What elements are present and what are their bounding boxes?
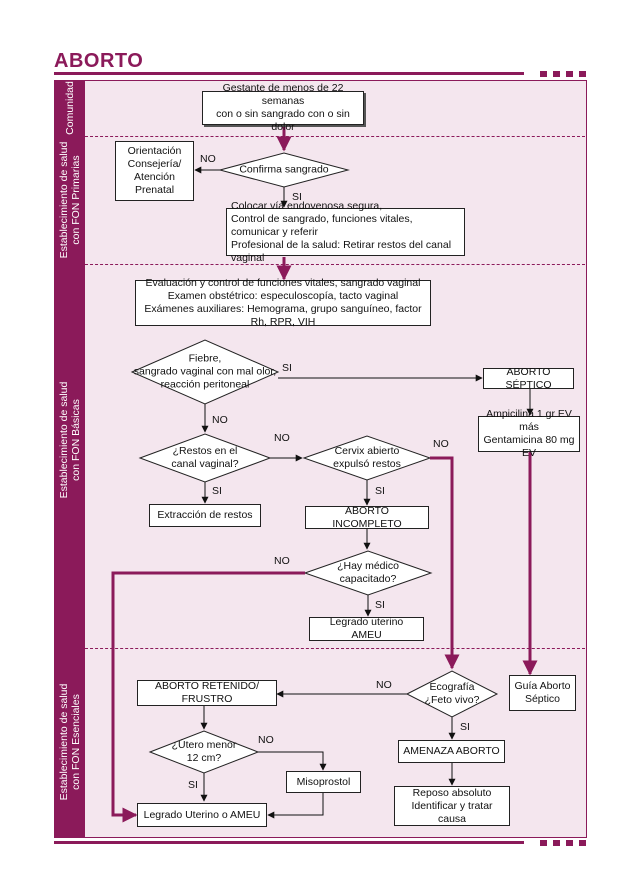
decor-square xyxy=(553,71,560,77)
label-si: SI xyxy=(375,599,385,611)
decision-medico: ¿Hay médico capacitado? xyxy=(337,560,399,585)
node-reposo: Reposo absoluto Identificar y tratar cau… xyxy=(394,786,510,826)
decor-square xyxy=(540,840,547,846)
node-colocar: Colocar vía endovenosa segura, Control d… xyxy=(226,200,465,264)
label-no: NO xyxy=(274,432,290,444)
decision-medico-shape xyxy=(303,550,433,596)
label-si: SI xyxy=(292,191,302,203)
decision-ecografia-shape xyxy=(405,670,499,718)
band-divider xyxy=(85,136,585,137)
node-misoprostol: Misoprostol xyxy=(286,771,361,793)
label-no: NO xyxy=(258,734,274,746)
label-si: SI xyxy=(460,721,470,733)
decision-restos: ¿Restos en el canal vaginal? xyxy=(171,445,239,470)
bottom-rule xyxy=(54,841,524,844)
level-sidebar xyxy=(54,80,85,837)
decor-square xyxy=(553,840,560,846)
decor-square xyxy=(540,71,547,77)
node-gestante: Gestante de menos de 22 semanas con o si… xyxy=(202,82,364,133)
decision-ecografia: Ecografía ¿Feto vivo? xyxy=(424,681,480,706)
decision-cervix: Cervix abierto expulsó restos xyxy=(333,445,401,470)
decision-confirma: Confirma sangrado xyxy=(239,163,329,176)
decision-utero: ¿Útero menor 12 cm? xyxy=(171,739,237,764)
node-aborto-incompleto: ABORTO INCOMPLETO xyxy=(305,505,429,530)
label-si: SI xyxy=(375,485,385,497)
label-no: NO xyxy=(376,679,392,691)
label-si: SI xyxy=(188,779,198,791)
node-ampicilina: Ampicilina 1 gr EV más Gentamicina 80 mg… xyxy=(478,408,580,459)
decision-fiebre-shape xyxy=(130,339,280,405)
label-no: NO xyxy=(274,555,290,567)
node-amenaza: AMENAZA ABORTO xyxy=(398,740,505,763)
node-orientacion: Orientación Consejería/ Atención Prenata… xyxy=(115,141,194,201)
node-legrado-final: Legrado Uterino o AMEU xyxy=(137,803,267,827)
top-rule xyxy=(54,72,524,75)
node-legrado-ameu: Legrado uterino AMEU xyxy=(309,616,424,641)
node-aborto-retenido: ABORTO RETENIDO/ FRUSTRO xyxy=(137,680,277,706)
label-no: NO xyxy=(200,153,216,165)
node-evaluacion: Evaluación y control de funciones vitale… xyxy=(135,277,431,328)
decision-confirma-shape xyxy=(218,152,350,188)
label-no: NO xyxy=(212,414,228,426)
node-guia: Guía Aborto Séptico xyxy=(509,675,576,711)
band-divider xyxy=(85,264,585,265)
node-extraccion: Extracción de restos xyxy=(149,504,261,527)
band-divider xyxy=(85,648,585,649)
label-si: SI xyxy=(282,362,292,374)
decor-square xyxy=(566,840,573,846)
page-title: ABORTO xyxy=(54,50,144,72)
decor-square xyxy=(579,71,586,77)
label-si: SI xyxy=(212,485,222,497)
node-aborto-septico: ABORTO SÉPTICO xyxy=(483,366,574,391)
label-no: NO xyxy=(433,438,449,450)
decision-fiebre: Fiebre, sangrado vaginal con mal olor, r… xyxy=(133,352,277,391)
decor-square xyxy=(579,840,586,846)
decor-square xyxy=(566,71,573,77)
